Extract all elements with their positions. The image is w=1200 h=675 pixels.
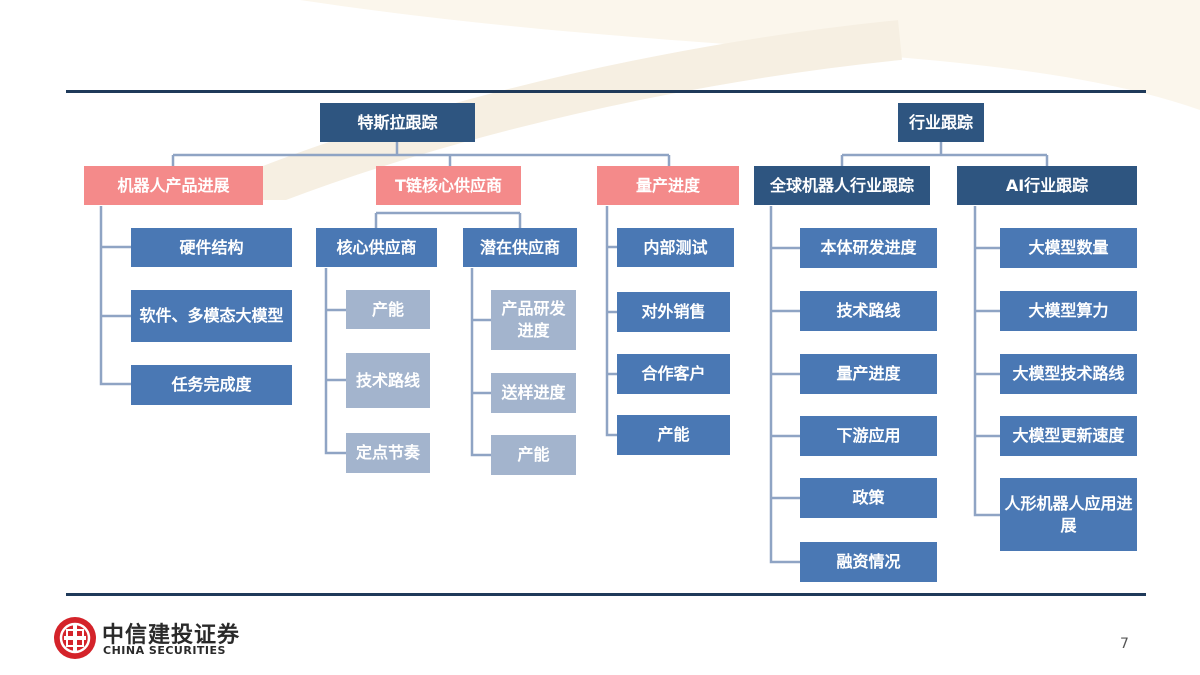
leaf-global-mass-production: 量产进度	[800, 354, 937, 394]
leaf-humanoid-application-progress: 人形机器人应用进展	[1000, 478, 1137, 551]
company-name-en: CHINA SECURITIES	[103, 644, 226, 657]
leaf-body-rd-progress: 本体研发进度	[800, 228, 937, 268]
node-ai-industry-tracking: AI行业跟踪	[957, 166, 1137, 205]
leaf-mass-capacity: 产能	[617, 415, 730, 455]
bottom-rule	[66, 593, 1146, 596]
node-potential-suppliers: 潜在供应商	[463, 228, 577, 267]
leaf-core-designation-pace: 定点节奏	[346, 433, 430, 473]
node-robot-progress: 机器人产品进展	[84, 166, 263, 205]
leaf-policy: 政策	[800, 478, 937, 518]
node-tesla-tracking: 特斯拉跟踪	[320, 103, 475, 142]
leaf-partner-customers: 合作客户	[617, 354, 730, 394]
node-core-suppliers: 核心供应商	[316, 228, 437, 267]
leaf-global-technical-route: 技术路线	[800, 291, 937, 331]
top-rule	[66, 90, 1146, 93]
leaf-model-compute: 大模型算力	[1000, 291, 1137, 331]
china-securities-logo-icon	[54, 617, 96, 659]
leaf-financing: 融资情况	[800, 542, 937, 582]
leaf-hardware-structure: 硬件结构	[131, 228, 292, 267]
node-mass-production-progress: 量产进度	[597, 166, 739, 205]
node-t-chain-core-suppliers: T链核心供应商	[376, 166, 521, 205]
leaf-external-sales: 对外销售	[617, 292, 730, 332]
leaf-potential-sample-progress: 送样进度	[491, 373, 576, 413]
leaf-task-completion: 任务完成度	[131, 365, 292, 405]
leaf-software-multimodal-model: 软件、多模态大模型	[131, 290, 292, 342]
leaf-internal-testing: 内部测试	[617, 228, 734, 267]
node-industry-tracking: 行业跟踪	[898, 103, 984, 142]
leaf-core-technical-route: 技术路线	[346, 353, 430, 408]
leaf-core-capacity: 产能	[346, 290, 430, 329]
page-number: 7	[1120, 636, 1129, 652]
leaf-model-update-speed: 大模型更新速度	[1000, 416, 1137, 456]
node-global-robot-industry-tracking: 全球机器人行业跟踪	[754, 166, 930, 205]
leaf-model-technical-route: 大模型技术路线	[1000, 354, 1137, 394]
leaf-model-count: 大模型数量	[1000, 228, 1137, 268]
company-name-cn: 中信建投证券	[102, 623, 241, 648]
leaf-potential-capacity: 产能	[491, 435, 576, 475]
leaf-downstream-applications: 下游应用	[800, 416, 937, 456]
leaf-potential-rd-progress: 产品研发进度	[491, 290, 576, 350]
